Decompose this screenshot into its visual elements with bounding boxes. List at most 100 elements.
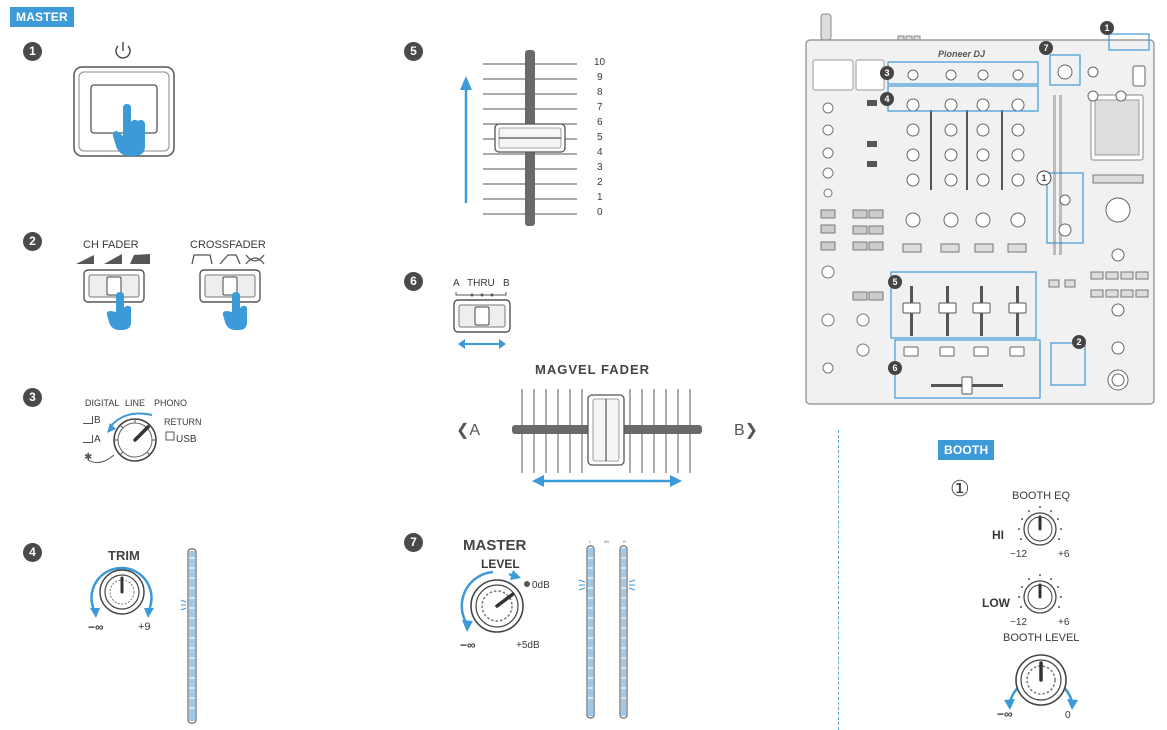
svg-text:1: 1 bbox=[1104, 23, 1109, 33]
svg-text:-: - bbox=[604, 556, 606, 561]
master-section-tag: MASTER bbox=[10, 7, 74, 27]
input-select-knob: ✱ bbox=[83, 412, 175, 464]
input-line-label: LINE bbox=[125, 398, 146, 408]
svg-text:-: - bbox=[604, 676, 606, 681]
step-number-2: 2 bbox=[23, 232, 42, 251]
input-phono-label: PHONO bbox=[154, 398, 188, 408]
ch-fader-label: CH FADER bbox=[83, 239, 139, 251]
input-usb-label: USB bbox=[176, 434, 197, 445]
fader-scale-9: 9 bbox=[597, 72, 603, 83]
trim-level-meter: - - - - - - - - bbox=[180, 548, 200, 724]
crossfader-a-side-label: ❮A bbox=[456, 422, 481, 439]
fader-scale-1: 1 bbox=[597, 192, 603, 203]
master-level-label: LEVEL bbox=[481, 557, 520, 571]
mixer-callout-circles: 1 7 3 4 1 5 2 6 bbox=[880, 21, 1114, 375]
fader-scale-6: 6 bbox=[597, 117, 603, 128]
booth-step-circled-1: ① bbox=[950, 476, 970, 501]
svg-text:7: 7 bbox=[1043, 43, 1048, 53]
svg-text:-: - bbox=[198, 556, 200, 561]
arrow-up-icon bbox=[460, 76, 472, 90]
svg-text:-: - bbox=[198, 676, 200, 681]
fader-scale-7: 7 bbox=[597, 102, 603, 113]
master-min-label: −∞ bbox=[460, 638, 476, 652]
booth-level-min-label: −∞ bbox=[997, 707, 1013, 721]
svg-text:-: - bbox=[198, 616, 200, 621]
crossfader-assign-switch bbox=[453, 292, 511, 349]
bluetooth-icon: ✱ bbox=[84, 452, 92, 463]
step-number-5: 5 bbox=[404, 42, 423, 61]
assign-thru-label: THRU bbox=[467, 278, 495, 289]
input-a-label: A bbox=[94, 434, 101, 445]
booth-hi-max-label: +6 bbox=[1058, 549, 1070, 560]
svg-text:-: - bbox=[604, 636, 606, 641]
assign-a-label: A bbox=[453, 278, 460, 289]
input-a-b-icons bbox=[83, 416, 93, 443]
crossfader-curve-icons bbox=[191, 254, 265, 265]
crossfader-label: CROSSFADER bbox=[190, 239, 266, 251]
mixer-top-panel-overview: Pioneer DJ bbox=[805, 13, 1155, 405]
input-digital-label: DIGITAL bbox=[85, 398, 120, 408]
svg-text:3: 3 bbox=[884, 68, 889, 78]
svg-text:-: - bbox=[198, 576, 200, 581]
step-number-4: 4 bbox=[23, 543, 42, 562]
booth-low-knob bbox=[1018, 574, 1062, 614]
trim-max-label: +9 bbox=[138, 621, 151, 633]
assign-b-label: B bbox=[503, 278, 510, 289]
power-button-illustration bbox=[73, 42, 175, 157]
booth-low-max-label: +6 bbox=[1058, 617, 1070, 628]
hand-pointer-icon bbox=[222, 292, 247, 330]
input-return-label: RETURN bbox=[164, 417, 202, 427]
channel-strips bbox=[902, 69, 1027, 395]
section-divider bbox=[838, 430, 839, 730]
ch-fader-curve-switch bbox=[76, 254, 150, 330]
step-number-7: 7 bbox=[404, 533, 423, 552]
fader-scale-0: 0 bbox=[597, 207, 603, 218]
magvel-crossfader-illustration bbox=[512, 389, 702, 487]
master-0db-label: 0dB bbox=[532, 580, 550, 591]
magvel-fader-logo: MAGVEL FADER bbox=[535, 362, 651, 377]
svg-text:-: - bbox=[198, 696, 200, 701]
svg-text:-: - bbox=[604, 656, 606, 661]
booth-eq-label: BOOTH EQ bbox=[1012, 490, 1071, 502]
master-label: MASTER bbox=[463, 537, 527, 554]
trim-label: TRIM bbox=[108, 548, 140, 563]
booth-level-knob bbox=[1004, 654, 1078, 710]
fader-scale-3: 3 bbox=[597, 162, 603, 173]
booth-level-label: BOOTH LEVEL bbox=[1003, 632, 1080, 644]
svg-text:4: 4 bbox=[884, 94, 889, 104]
power-icon bbox=[115, 42, 131, 59]
crossfader-curve-switch bbox=[191, 254, 265, 330]
svg-text:-: - bbox=[604, 616, 606, 621]
svg-text:R: R bbox=[623, 539, 626, 544]
svg-text:-: - bbox=[604, 596, 606, 601]
fader-scale-2: 2 bbox=[597, 177, 603, 188]
booth-low-label: LOW bbox=[982, 596, 1010, 610]
trim-min-label: −∞ bbox=[88, 620, 104, 634]
pioneer-dj-logo: Pioneer DJ bbox=[938, 49, 986, 59]
booth-level-max-label: 0 bbox=[1065, 710, 1071, 721]
svg-text:1: 1 bbox=[1041, 173, 1046, 183]
fader-scale-4: 4 bbox=[597, 147, 603, 158]
svg-text:-: - bbox=[198, 596, 200, 601]
master-max-label: +5dB bbox=[516, 640, 540, 651]
master-level-knob bbox=[460, 570, 530, 633]
step-number-3: 3 bbox=[23, 388, 42, 407]
booth-hi-min-label: −12 bbox=[1010, 549, 1027, 560]
booth-section-tag: BOOTH bbox=[938, 440, 995, 460]
hand-pointer-icon bbox=[106, 292, 131, 330]
channel-fader-illustration bbox=[460, 50, 577, 226]
svg-text:-: - bbox=[604, 696, 606, 701]
svg-text:-: - bbox=[604, 576, 606, 581]
svg-text:-: - bbox=[198, 636, 200, 641]
booth-low-min-label: −12 bbox=[1010, 617, 1027, 628]
svg-text:5: 5 bbox=[892, 277, 897, 287]
svg-text:dB: dB bbox=[604, 539, 609, 544]
svg-text:-: - bbox=[198, 656, 200, 661]
booth-hi-label: HI bbox=[992, 528, 1004, 542]
ch-fader-curve-icons bbox=[76, 254, 150, 264]
input-b-label: B bbox=[94, 415, 101, 426]
fader-scale-8: 8 bbox=[597, 87, 603, 98]
hand-pointer-icon bbox=[112, 104, 145, 156]
trim-knob bbox=[90, 566, 154, 618]
